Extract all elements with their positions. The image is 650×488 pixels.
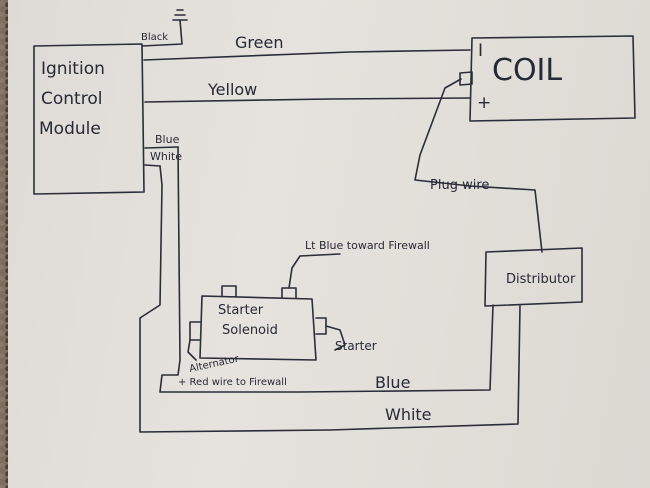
icm-label-line1: Ignition bbox=[41, 59, 105, 79]
yellow-wire-label: Yellow bbox=[207, 80, 257, 99]
alternator-label: Alternator bbox=[188, 354, 240, 375]
blue-wire-label-bottom: Blue bbox=[375, 373, 410, 392]
solenoid-label-line1: Starter bbox=[218, 303, 264, 318]
solenoid-label-line2: Solenoid bbox=[222, 323, 278, 338]
white-wire bbox=[139, 165, 521, 433]
distributor-label: Distributor bbox=[506, 272, 576, 287]
ignition-control-module-box bbox=[33, 43, 145, 195]
coil-terminal-pos: + bbox=[477, 93, 491, 113]
red-wire-label: + Red wire to Firewall bbox=[178, 377, 287, 388]
lt-blue-wire bbox=[288, 253, 341, 289]
icm-label-line3: Module bbox=[39, 119, 101, 139]
solenoid-s-tab bbox=[221, 285, 237, 297]
black-wire-label: Black bbox=[141, 32, 168, 43]
starter-cable bbox=[325, 325, 346, 351]
icm-label-line2: Control bbox=[41, 89, 102, 109]
yellow-wire bbox=[144, 97, 471, 103]
module-tap-lines bbox=[144, 146, 179, 167]
starter-cable-label: Starter bbox=[335, 339, 377, 353]
coil-label: COIL bbox=[492, 53, 562, 88]
ground-symbol-icon bbox=[172, 9, 188, 21]
paper-sheet bbox=[8, 0, 650, 488]
coil-tower-tab bbox=[459, 71, 473, 86]
coil-terminal-neg: I bbox=[478, 41, 483, 61]
distributor-box bbox=[484, 247, 583, 307]
starter-solenoid-box bbox=[199, 295, 317, 361]
white-wire-label-top: White bbox=[150, 150, 182, 163]
green-wire-label: Green bbox=[235, 33, 283, 52]
plug-wire-label: Plug wire bbox=[430, 178, 489, 193]
solenoid-left-stud bbox=[189, 321, 201, 341]
white-wire-label-bottom: White bbox=[385, 405, 432, 424]
blue-wire-label-top: Blue bbox=[155, 133, 180, 146]
lt-blue-wire-label: Lt Blue toward Firewall bbox=[305, 239, 430, 252]
green-wire bbox=[143, 49, 471, 61]
solenoid-right-stud bbox=[315, 317, 327, 335]
blue-wire bbox=[159, 146, 494, 393]
coil-box bbox=[469, 35, 636, 122]
plug-wire bbox=[414, 78, 543, 253]
black-ground-wire bbox=[141, 19, 183, 47]
solenoid-i-tab bbox=[281, 287, 297, 299]
alternator-wire bbox=[187, 339, 197, 361]
